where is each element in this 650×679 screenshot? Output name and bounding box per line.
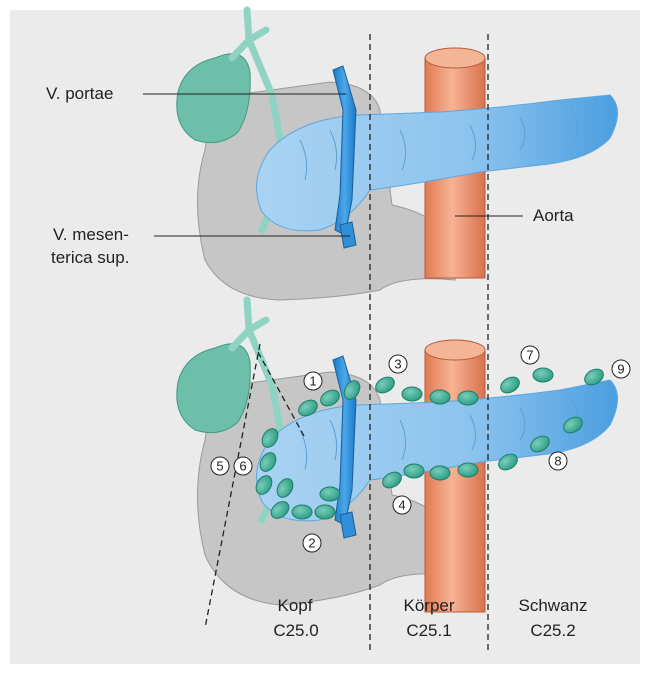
region-code-koerper: C25.1 [406, 621, 451, 640]
number-label: 3 [394, 357, 401, 372]
number-label: 6 [239, 459, 246, 474]
number-marker-6: 6 [234, 457, 252, 475]
region-name-schwanz: Schwanz [519, 596, 588, 615]
number-marker-4: 4 [393, 496, 411, 514]
number-label: 5 [216, 459, 223, 474]
region-name-koerper: Körper [403, 596, 454, 615]
number-marker-5: 5 [211, 457, 229, 475]
number-label: 4 [398, 498, 405, 513]
lymph-node [404, 464, 424, 478]
label-aorta: Aorta [533, 206, 574, 225]
region-code-schwanz: C25.2 [530, 621, 575, 640]
number-marker-1: 1 [304, 372, 322, 390]
lymph-node [458, 463, 478, 477]
number-marker-2: 2 [303, 534, 321, 552]
number-marker-7: 7 [521, 346, 539, 364]
lymph-node [430, 390, 450, 404]
label-v-portae: V. portae [46, 84, 113, 103]
lymph-node [292, 505, 312, 519]
number-marker-8: 8 [549, 452, 567, 470]
lymph-node [320, 487, 340, 501]
lymph-node [458, 391, 478, 405]
lymph-node [315, 505, 335, 519]
region-name-kopf: Kopf [278, 596, 313, 615]
region-code-kopf: C25.0 [273, 621, 318, 640]
number-label: 8 [554, 454, 561, 469]
number-label: 1 [309, 374, 316, 389]
number-marker-9: 9 [612, 360, 630, 378]
lymph-node [430, 466, 450, 480]
lymph-node [402, 387, 422, 401]
number-label: 2 [308, 536, 315, 551]
lymph-node [533, 368, 553, 382]
number-label: 9 [617, 362, 624, 377]
label-mesenterica-line2: terica sup. [51, 248, 129, 267]
number-marker-3: 3 [389, 355, 407, 373]
number-label: 7 [526, 348, 533, 363]
label-mesenterica-line1: V. mesen- [53, 225, 129, 244]
